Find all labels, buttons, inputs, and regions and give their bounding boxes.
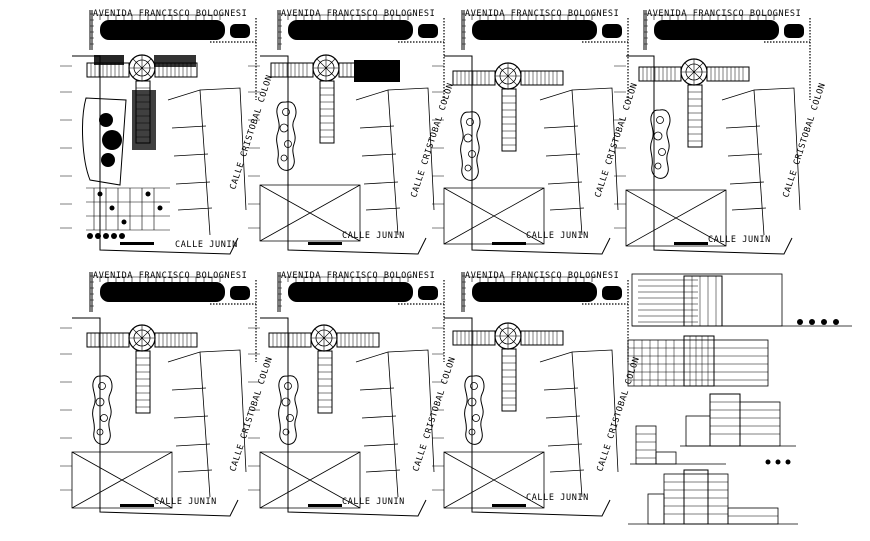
bottom-street-label: CALLE JUNIN [342, 231, 405, 241]
avenue-label: AVENIDA FRANCISCO BOLOGNESI [281, 271, 435, 281]
side-street-label: CALLE CRISTOBAL COLON [411, 356, 458, 473]
bottom-street-label: CALLE JUNIN [175, 240, 238, 250]
avenue-label: AVENIDA FRANCISCO BOLOGNESI [93, 9, 247, 19]
plan-panel-3: AVENIDA FRANCISCO BOLOGNESI CALLE CRISTO… [431, 9, 640, 255]
plan-panel-2: AVENIDA FRANCISCO BOLOGNESI CALLE CRISTO… [247, 9, 456, 255]
elevation-front [631, 273, 852, 327]
side-street-label: CALLE CRISTOBAL COLON [595, 356, 642, 473]
plan-panel-4: AVENIDA FRANCISCO BOLOGNESI CALLE CRISTO… [613, 9, 828, 255]
bottom-street-label: CALLE JUNIN [526, 493, 589, 503]
avenue-label: AVENIDA FRANCISCO BOLOGNESI [281, 9, 435, 19]
side-street-label: CALLE CRISTOBAL COLON [228, 74, 275, 191]
avenue-label: AVENIDA FRANCISCO BOLOGNESI [93, 271, 247, 281]
plan-panel-7: AVENIDA FRANCISCO BOLOGNESI CALLE CRISTO… [431, 271, 642, 517]
plan-panel-1: AVENIDA FRANCISCO BOLOGNESI CALLE CRISTO… [59, 9, 275, 255]
avenue-label: AVENIDA FRANCISCO BOLOGNESI [465, 9, 619, 19]
bottom-street-label: CALLE JUNIN [708, 235, 771, 245]
bottom-street-label: CALLE JUNIN [526, 231, 589, 241]
plan-panel-5: AVENIDA FRANCISCO BOLOGNESI CALLE CRISTO… [59, 271, 275, 517]
side-street-label: CALLE CRISTOBAL COLON [228, 356, 275, 473]
bottom-street-label: CALLE JUNIN [154, 497, 217, 507]
elevation-side [627, 335, 769, 387]
plan-panel-6: AVENIDA FRANCISCO BOLOGNESI CALLE CRISTO… [247, 271, 458, 517]
side-street-label: CALLE CRISTOBAL COLON [781, 82, 828, 199]
avenue-label: AVENIDA FRANCISCO BOLOGNESI [647, 9, 801, 19]
avenue-label: AVENIDA FRANCISCO BOLOGNESI [465, 271, 619, 281]
section-b [628, 469, 798, 525]
section-a [630, 393, 796, 465]
bottom-street-label: CALLE JUNIN [342, 497, 405, 507]
